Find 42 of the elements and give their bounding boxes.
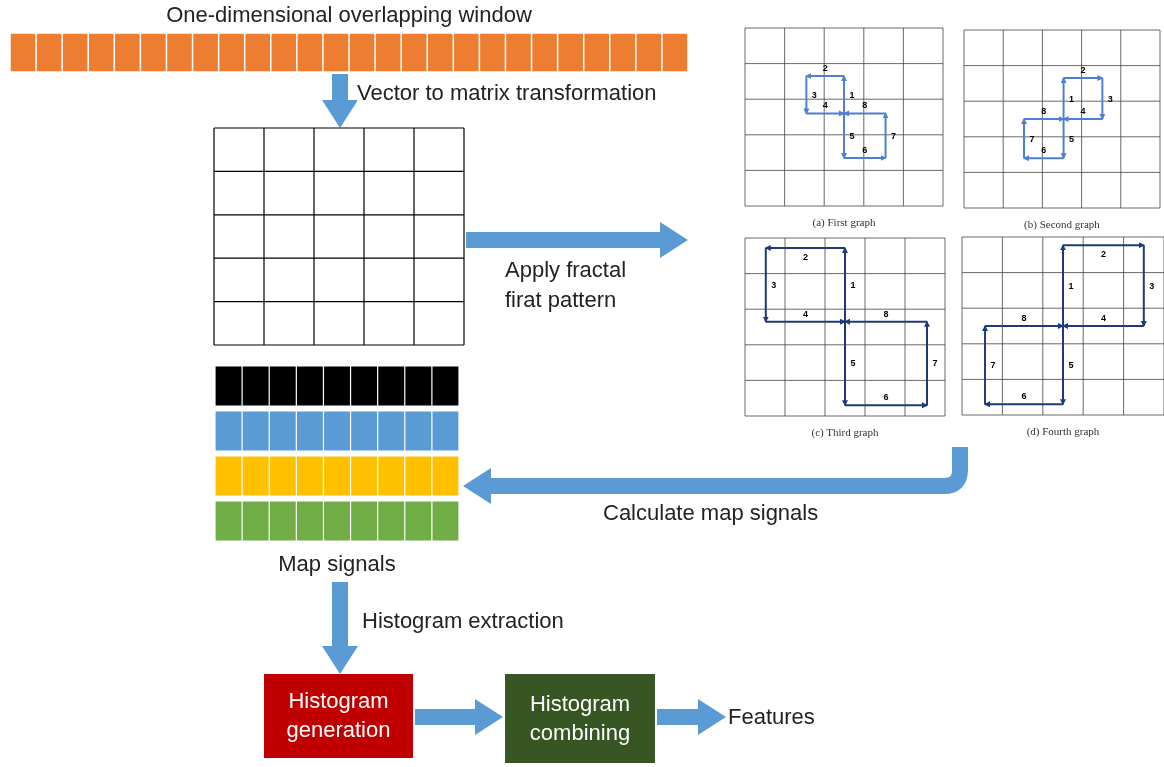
segment-number: 7 [932, 359, 938, 368]
segment-number: 8 [883, 309, 889, 319]
segment-number: 4 [1100, 313, 1106, 323]
segment-number: 3 [771, 280, 777, 290]
process-box: Histogram generation [264, 674, 413, 758]
matrix-grid [214, 128, 464, 345]
segment-number: 5 [1069, 134, 1075, 144]
segment-number: 6 [862, 145, 868, 155]
segment-number: 3 [1149, 281, 1155, 291]
graph-caption: (a) First graph [811, 216, 877, 228]
segment-number: 5 [850, 359, 856, 368]
graph-caption: (b) Second graph [1023, 218, 1101, 230]
segment-number: 6 [1021, 391, 1027, 401]
graph-caption: (d) Fourth graph [1025, 425, 1101, 437]
segment-number: 6 [883, 392, 889, 402]
segment-number: 2 [1100, 249, 1106, 259]
map-signals-label: Map signals [277, 551, 397, 577]
segment-number: 8 [1041, 106, 1047, 116]
output-label: Features [728, 700, 858, 734]
segment-number: 1 [1068, 281, 1074, 291]
segment-number: 4 [1080, 106, 1086, 116]
segment-number: 4 [822, 100, 828, 110]
segment-number: 1 [849, 90, 855, 100]
window-title: One-dimensional overlapping window [165, 2, 533, 28]
segment-number: 7 [990, 360, 996, 370]
segment-number: 2 [802, 252, 808, 262]
segment-number: 4 [802, 309, 808, 319]
graph-caption: (c) Third graph [810, 426, 880, 438]
segment-number: 5 [1068, 360, 1074, 370]
segment-number: 7 [891, 131, 897, 141]
segment-number: 8 [1021, 313, 1027, 323]
segment-number: 2 [822, 63, 828, 73]
segment-number: 1 [850, 280, 856, 290]
process-box: Histogram combining [505, 674, 655, 763]
segment-number: 3 [811, 90, 817, 100]
segment-number: 1 [1069, 94, 1075, 103]
segment-number: 2 [1080, 65, 1086, 75]
segment-number: 7 [1029, 134, 1035, 144]
segment-number: 8 [862, 100, 868, 110]
segment-number: 6 [1041, 145, 1047, 155]
segment-number: 3 [1107, 94, 1113, 103]
segment-number: 5 [849, 131, 855, 141]
